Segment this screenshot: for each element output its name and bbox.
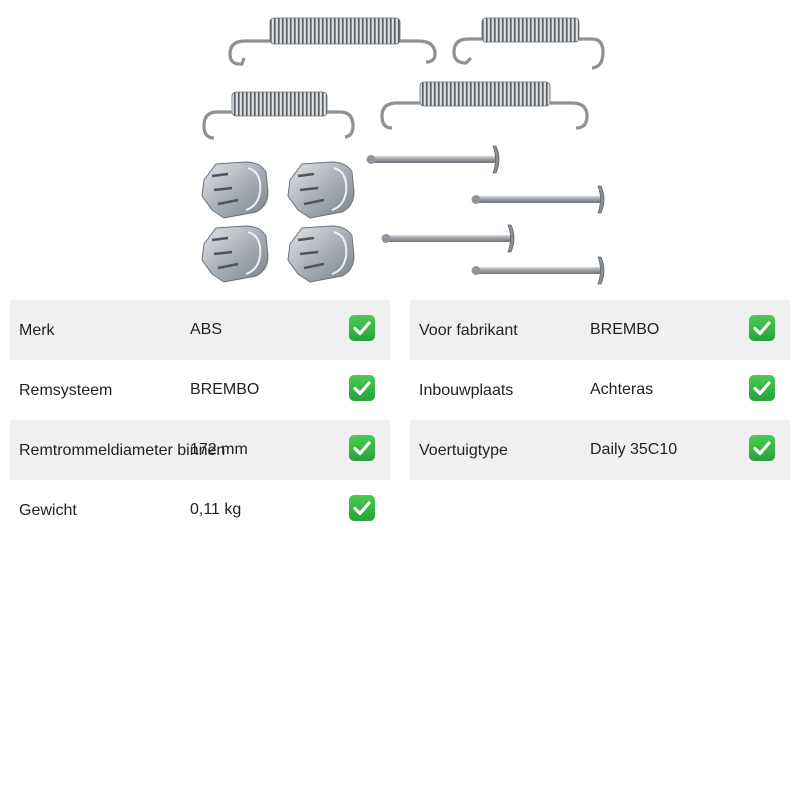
check-icon <box>349 375 375 401</box>
check-icon <box>749 375 775 401</box>
check-icon <box>749 315 775 341</box>
spec-value: 0,11 kg <box>190 501 242 518</box>
pin-1 <box>366 145 500 174</box>
spec-label: Merk <box>19 322 55 339</box>
clip-1 <box>201 161 269 219</box>
spec-value: Achteras <box>590 381 654 398</box>
pin-3 <box>381 224 515 253</box>
spec-table-right: Voor fabrikant BREMBO Inbouwplaats Achte… <box>410 300 790 480</box>
spec-row-voertuigtype: Voertuigtype Daily 35C10 <box>410 420 790 480</box>
check-icon <box>749 435 775 461</box>
pin-4 <box>471 256 605 285</box>
spec-row-remsysteem: Remsysteem BREMBO <box>10 360 390 420</box>
spec-label: Voertuigtype <box>419 442 508 459</box>
spec-row-voor-fabrikant: Voor fabrikant BREMBO <box>410 300 790 360</box>
clip-3 <box>201 225 269 283</box>
spec-value: BREMBO <box>590 321 660 338</box>
clip-4 <box>287 225 355 283</box>
spec-label: Voor fabrikant <box>419 322 518 339</box>
clip-2 <box>287 161 355 219</box>
spec-table-left: Merk ABS Remsysteem BREMBO Remtrommeldia… <box>10 300 390 540</box>
spec-label: Remtrommeldiameter binnen <box>19 442 226 459</box>
spring-2 <box>452 17 605 70</box>
product-image <box>201 17 605 285</box>
spring-3 <box>202 91 355 140</box>
check-icon <box>349 315 375 341</box>
spec-label: Inbouwplaats <box>419 382 514 399</box>
spec-value: BREMBO <box>190 381 260 398</box>
check-icon <box>349 495 375 521</box>
spec-row-merk: Merk ABS <box>10 300 390 360</box>
spec-label: Gewicht <box>19 502 77 519</box>
spec-row-remtrommeldiameter: Remtrommeldiameter binnen 172 mm <box>10 420 390 480</box>
spec-value: 172 mm <box>190 441 248 458</box>
spec-row-inbouwplaats: Inbouwplaats Achteras <box>410 360 790 420</box>
spec-value: ABS <box>190 321 223 338</box>
spring-1 <box>228 17 437 66</box>
spring-4 <box>380 81 589 130</box>
pin-2 <box>471 185 605 214</box>
spec-value: Daily 35C10 <box>590 441 678 458</box>
spec-label: Remsysteem <box>19 382 113 399</box>
check-icon <box>349 435 375 461</box>
spec-row-gewicht: Gewicht 0,11 kg <box>10 480 390 540</box>
